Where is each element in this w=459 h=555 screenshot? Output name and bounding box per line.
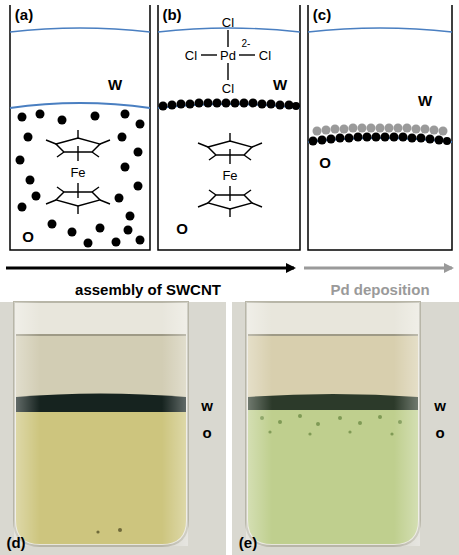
photo-d bbox=[0, 302, 226, 555]
atom-label: Cl bbox=[259, 49, 271, 62]
panel-label: (d) bbox=[6, 535, 25, 550]
phase-label: o bbox=[202, 425, 211, 440]
panel-label: (b) bbox=[162, 7, 181, 22]
process-arrow bbox=[304, 267, 452, 270]
arrow-label: Pd deposition bbox=[330, 282, 429, 297]
beaker-c bbox=[308, 5, 452, 250]
photo-e bbox=[232, 302, 459, 555]
atom-label: Pd bbox=[220, 49, 236, 62]
atom-label: Cl bbox=[222, 82, 234, 95]
phase-label: W bbox=[108, 77, 122, 92]
phase-label: w bbox=[434, 398, 446, 413]
beaker-b bbox=[158, 5, 300, 250]
atom-label: Cl bbox=[222, 16, 234, 29]
phase-label: W bbox=[418, 93, 432, 108]
panel-label: (c) bbox=[313, 7, 331, 22]
atom-label: Fe bbox=[70, 166, 85, 179]
panel-label: (e) bbox=[239, 535, 257, 550]
phase-label: O bbox=[176, 221, 188, 236]
charge-label: 2- bbox=[242, 39, 251, 49]
phase-label: O bbox=[319, 155, 331, 170]
beaker-a bbox=[10, 5, 150, 250]
phase-label: O bbox=[22, 229, 34, 244]
process-arrow bbox=[6, 267, 294, 270]
panel-label: (a) bbox=[15, 7, 33, 22]
arrow-label: assembly of SWCNT bbox=[75, 282, 221, 297]
atom-label: Fe bbox=[222, 169, 237, 182]
phase-label: W bbox=[273, 77, 287, 92]
atom-label: Cl bbox=[185, 49, 197, 62]
phase-label: o bbox=[435, 425, 444, 440]
phase-label: w bbox=[201, 398, 213, 413]
